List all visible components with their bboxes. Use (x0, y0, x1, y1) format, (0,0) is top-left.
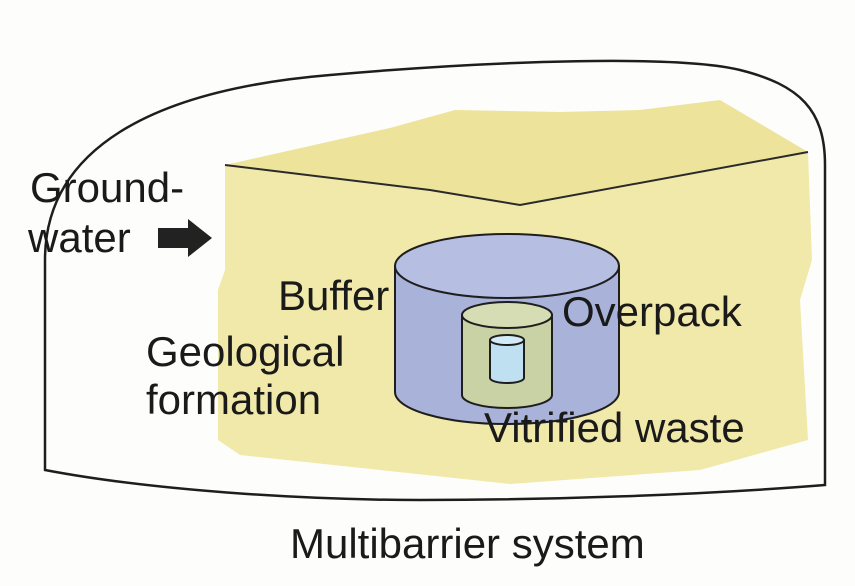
vitrified-waste-label: Vitrified waste (484, 404, 745, 451)
waste-top (489, 334, 525, 346)
system-caption: Multibarrier system (290, 520, 645, 567)
buffer-label: Buffer (278, 272, 389, 319)
geological-label-line1: Geological (146, 328, 344, 375)
formation-edges (224, 151, 809, 207)
geological-label-line2: formation (146, 376, 321, 423)
overpack-top (461, 301, 553, 329)
right-arrow-icon (158, 219, 212, 257)
groundwater-label-line2: water (27, 214, 131, 261)
buffer-top (394, 233, 620, 299)
waste-body (489, 339, 525, 384)
overpack-label: Overpack (562, 288, 743, 335)
groundwater-label-line1: Ground- (30, 164, 184, 211)
system-boundary (43, 59, 827, 502)
vitrified-waste-cylinder (489, 334, 525, 384)
